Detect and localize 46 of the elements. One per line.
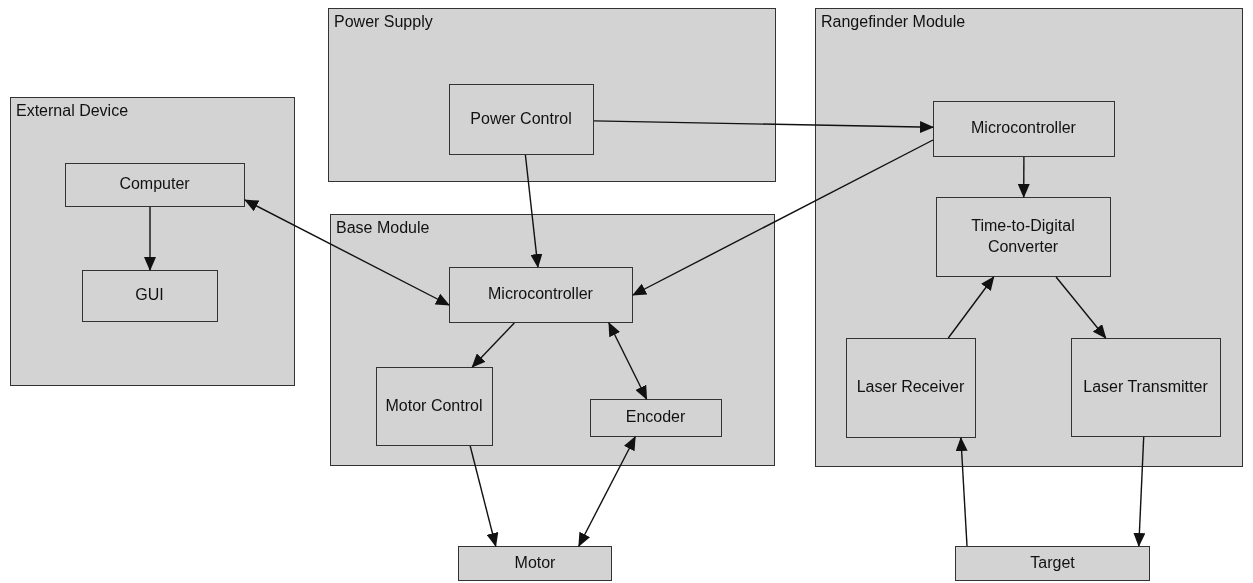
arrow [1055,276,1107,339]
component-label: Motor Control [385,395,483,416]
component-label: Computer [119,174,190,195]
component-label: Time-to-Digital Converter [970,215,1076,257]
arrow [578,436,636,547]
component-box [458,546,612,581]
arrow [524,154,543,268]
module-title: Rangefinder Module [821,12,966,32]
module-title: Base Module [336,218,430,238]
module-frame [10,97,295,386]
component-box [448,266,633,323]
arrow [1017,156,1030,198]
component-box [448,83,594,155]
arrow [144,206,156,271]
component-label: Laser Receiver [856,377,965,398]
component-box [932,100,1115,157]
component-box [1070,337,1221,437]
component-label: Laser Transmitter [1083,376,1208,397]
arrow [608,322,648,400]
module-frame [815,8,1243,467]
arrow [244,199,450,306]
arrow [955,437,968,547]
module-frame [330,214,775,466]
component-label: Power Control [470,108,572,129]
component-box [81,269,218,322]
arrow [593,120,934,134]
arrow [632,139,934,296]
component-box [935,196,1111,277]
component-label: Microcontroller [971,118,1076,139]
component-box [845,337,976,438]
module-title: Power Supply [334,12,433,32]
component-label: Encoder [625,407,686,428]
component-box [64,162,245,207]
arrow [947,276,995,339]
component-box [955,546,1150,581]
arrow [469,445,499,547]
arrow [471,322,515,368]
component-box [375,366,493,446]
component-label: GUI [135,285,164,306]
component-label: Target [1030,553,1075,574]
arrow [1133,436,1146,547]
module-frame [328,8,776,182]
module-title: External Device [16,101,129,121]
component-box [589,398,722,437]
component-label: Motor [514,553,556,574]
component-label: Microcontroller [488,284,593,305]
